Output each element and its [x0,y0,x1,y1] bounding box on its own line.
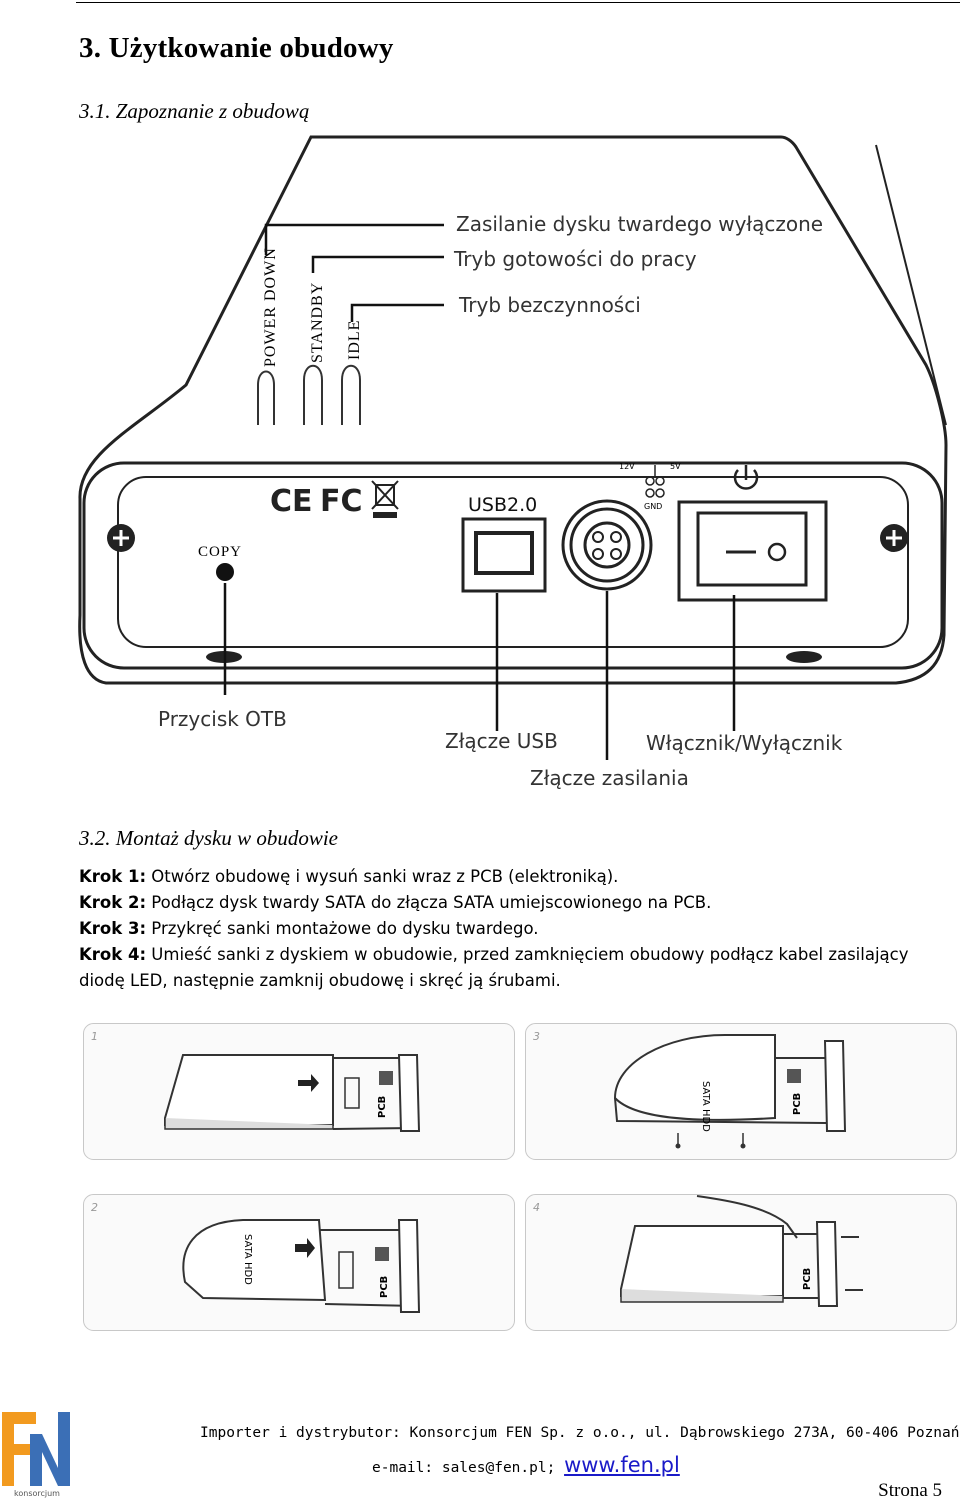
step-1: Krok 1: Otwórz obudowę i wysuń sanki wra… [79,867,619,886]
footer-contact: e-mail: sales@fen.pl; www.fen.pl [372,1453,680,1477]
callout-usb-connector: Złącze USB [445,729,558,753]
hdd-label: SATA HDD [700,1081,711,1132]
assembly-photo-4: 4 PCB [525,1194,957,1331]
subsection-title-3-2: 3.2. Montaż dysku w obudowie [79,826,338,850]
callout-otb-button: Przycisk OTB [158,707,287,731]
logo-subtitle: konsorcjum [14,1489,60,1498]
led-label-standby: STANDBY [309,282,326,363]
led-desc-power-down: Zasilanie dysku twardego wyłączone [456,212,823,236]
ce-mark-icon: CE [270,484,313,519]
pcb-label: PCB [792,1093,803,1115]
website-link[interactable]: www.fen.pl [564,1453,680,1477]
pcb-label: PCB [377,1096,388,1118]
pin-label-gnd: GND [644,502,662,511]
fen-logo: konsorcjum [2,1412,70,1498]
photo-number: 1 [91,1030,98,1043]
fc-mark-icon: FC [320,484,363,519]
usb-label: USB2.0 [468,494,537,516]
step-2: Krok 2: Podłącz dysk twardy SATA do złąc… [79,893,712,912]
weee-bin-icon [371,480,399,518]
footer-address: Importer i dystrybutor: Konsorcjum FEN S… [200,1425,960,1441]
photo-number: 2 [91,1201,98,1214]
hdd-label: SATA HDD [242,1234,253,1285]
led-label-idle: IDLE [346,320,363,360]
assembly-photo-3: 3 SATA HDD PCB [525,1023,957,1160]
photo-number: 4 [533,1201,540,1214]
pin-label-5v: 5V [670,462,681,471]
enclosure-diagram: POWER DOWN STANDBY IDLE Zasilanie dysku … [78,135,948,790]
assembly-steps: Krok 1: Otwórz obudowę i wysuń sanki wra… [79,864,949,994]
pcb-label: PCB [802,1268,813,1290]
assembly-photo-1: 1 PCB [83,1023,515,1160]
header-rule [76,2,960,3]
copy-label: COPY [198,544,242,560]
pin-label-12v: 12V [619,462,635,471]
step-4: Krok 4: Umieść sanki z dyskiem w obudowi… [79,945,909,990]
led-label-power-down: POWER DOWN [262,247,279,367]
power-symbol-icon [733,465,759,490]
subsection-title-3-1: 3.1. Zapoznanie z obudową [79,99,310,123]
page-number: Strona 5 [878,1480,942,1501]
step-3: Krok 3: Przykręć sanki montażowe do dysk… [79,919,539,938]
led-desc-standby: Tryb gotowości do pracy [453,247,697,271]
callout-power-connector: Złącze zasilania [530,766,689,790]
section-title: 3. Użytkowanie obudowy [79,32,394,64]
pcb-label: PCB [379,1276,390,1298]
assembly-photo-2: 2 SATA HDD PCB [83,1194,515,1331]
callout-power-switch: Włącznik/Wyłącznik [646,731,843,755]
photo-number: 3 [533,1030,540,1043]
copy-button-icon [216,563,234,581]
led-desc-idle: Tryb bezczynności [458,293,641,317]
footer-email: e-mail: sales@fen.pl; [372,1460,556,1476]
